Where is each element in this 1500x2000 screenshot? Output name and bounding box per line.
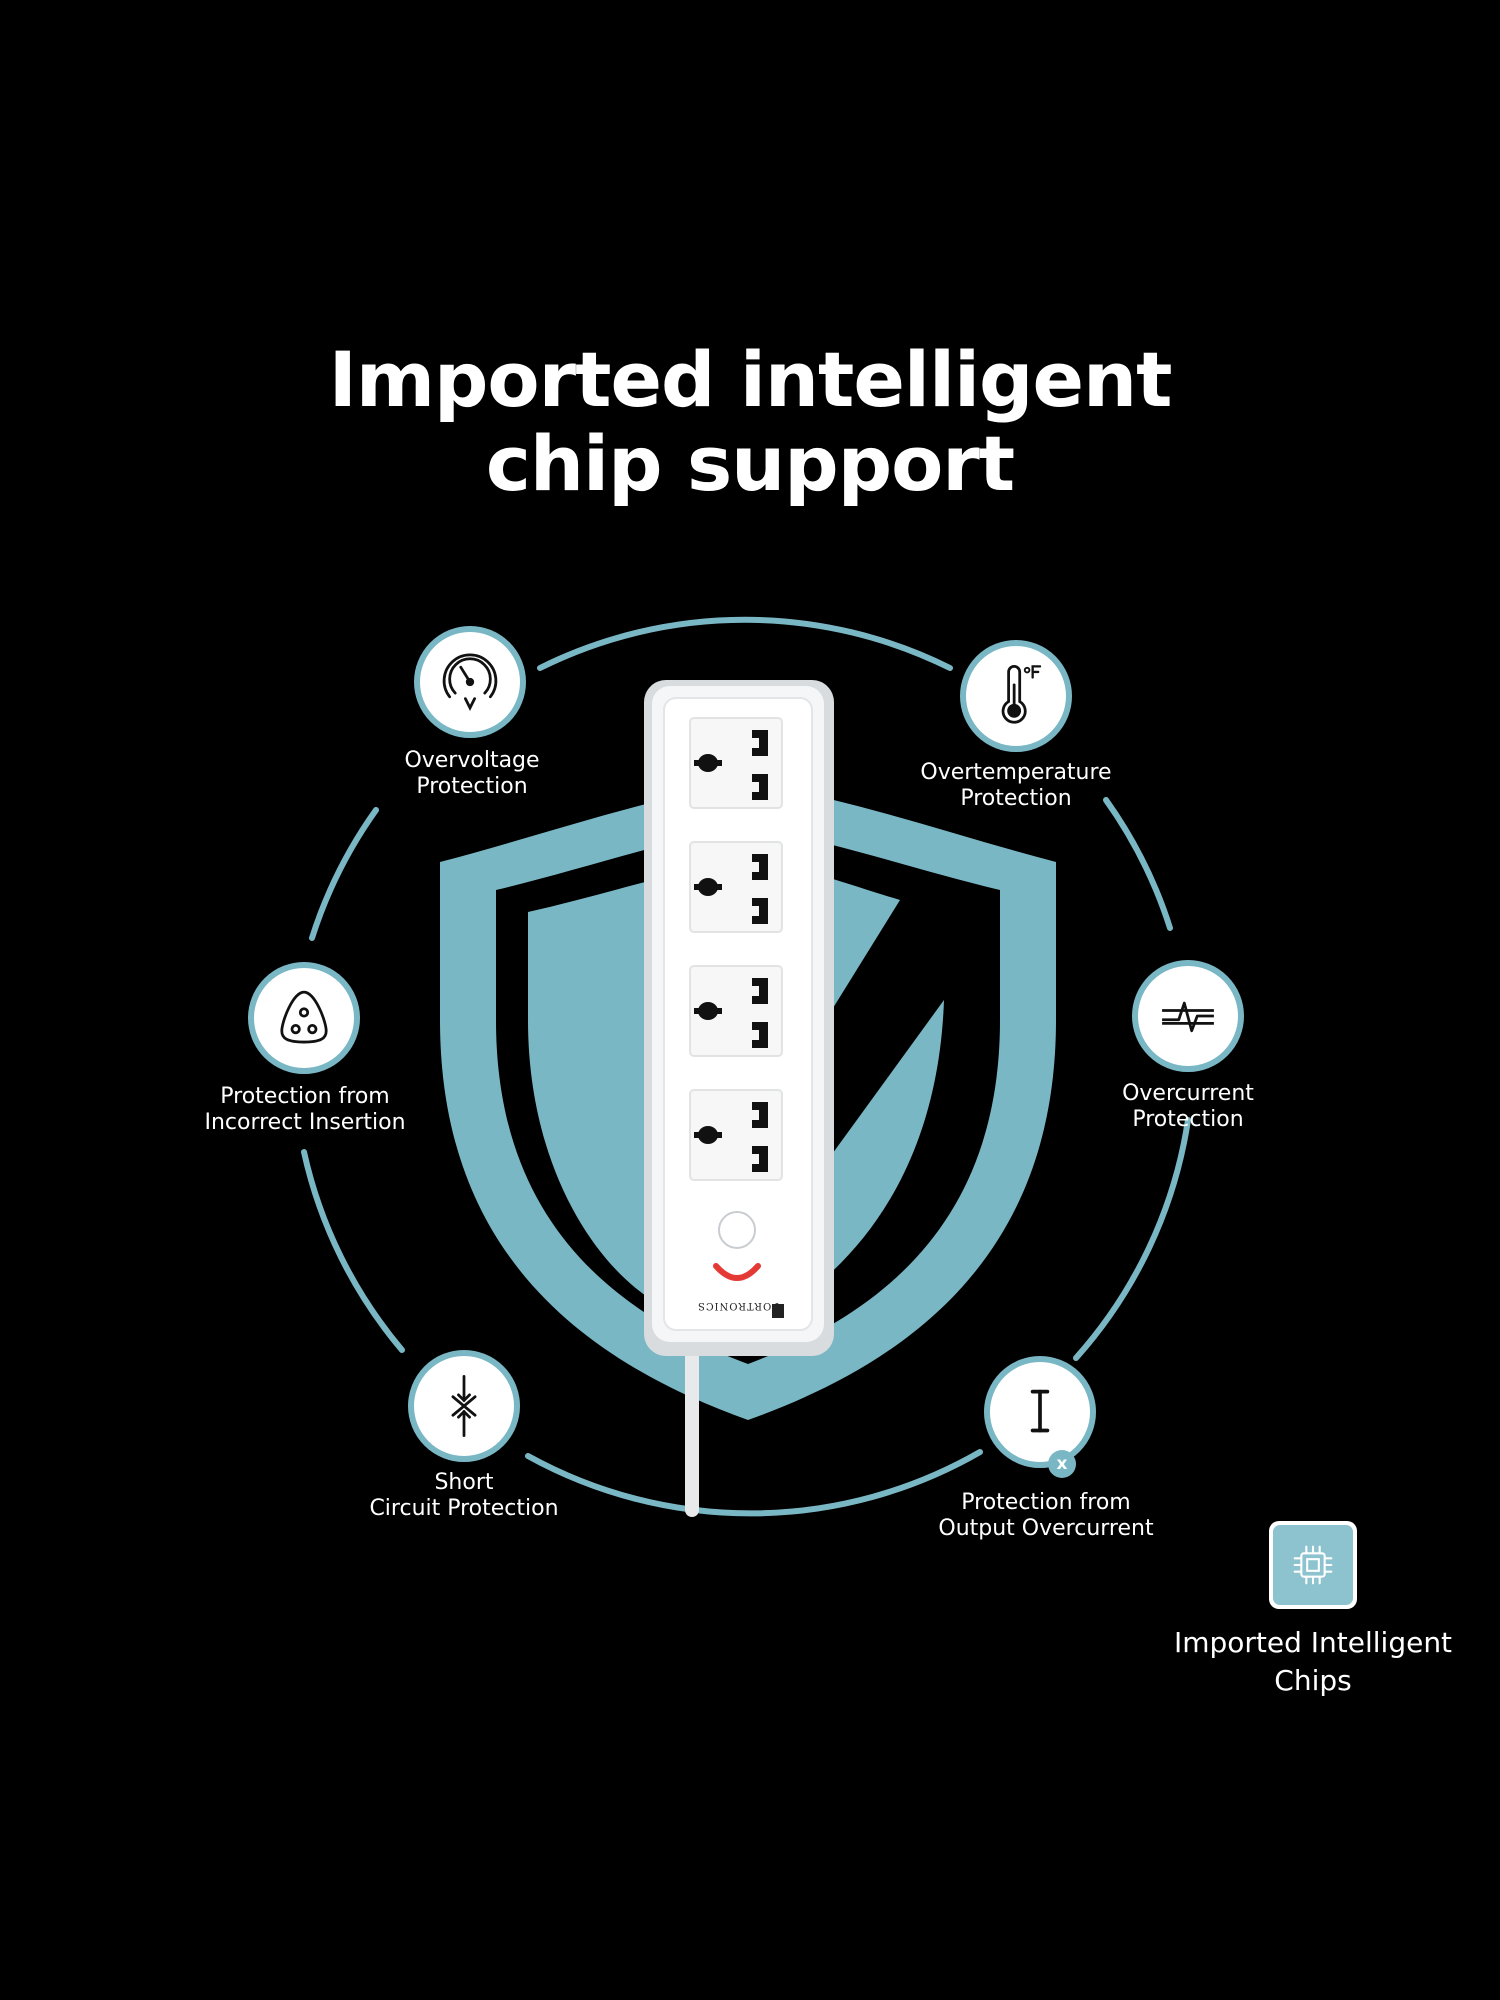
- three-pin-plug-icon: [280, 990, 328, 1044]
- power-strip: [644, 680, 834, 1356]
- thermometer-fahrenheit-icon: [1001, 665, 1042, 724]
- overvoltage-label: Overvoltage Protection: [404, 748, 540, 799]
- short-circuit-arrows-icon: [451, 1375, 477, 1437]
- indicator-light: [713, 1263, 761, 1281]
- output-overcurrent-badge: [984, 1356, 1096, 1468]
- overvoltage-badge: [414, 626, 526, 738]
- protection-ring: [301, 616, 1191, 1517]
- chip-tile: [1269, 1521, 1357, 1609]
- chip-label: Imported Intelligent Chips: [1173, 1626, 1453, 1697]
- socket-group: [689, 717, 783, 1181]
- overcurrent-label: Overcurrent Protection: [1122, 1081, 1254, 1132]
- x-mark-icon: x: [1048, 1450, 1076, 1478]
- power-switch: [718, 1211, 756, 1249]
- short-circuit-label: Short Circuit Protection: [369, 1470, 559, 1521]
- current-i-cross-icon: [1030, 1389, 1050, 1433]
- brand-wordmark: PORTRONICS: [697, 1300, 779, 1311]
- title-line-2: chip support: [485, 419, 1015, 508]
- overcurrent-badge: [1132, 960, 1244, 1072]
- gauge-v-icon: [442, 653, 498, 712]
- overtemperature-label: Overtemperature Protection: [920, 760, 1112, 811]
- title-line-1: Imported intelligent: [328, 335, 1173, 424]
- output-overcurrent-label: Protection from Output Overcurrent: [938, 1490, 1154, 1541]
- microchip-icon: [1293, 1545, 1333, 1585]
- incorrect-insertion-badge: [248, 962, 360, 1074]
- current-waveform-icon: [1162, 1001, 1214, 1033]
- incorrect-insertion-label: Protection from Incorrect Insertion: [204, 1084, 406, 1135]
- page-title: Imported intelligent chip support: [0, 338, 1500, 506]
- short-circuit-badge: [408, 1350, 520, 1462]
- overtemperature-badge: [960, 640, 1072, 752]
